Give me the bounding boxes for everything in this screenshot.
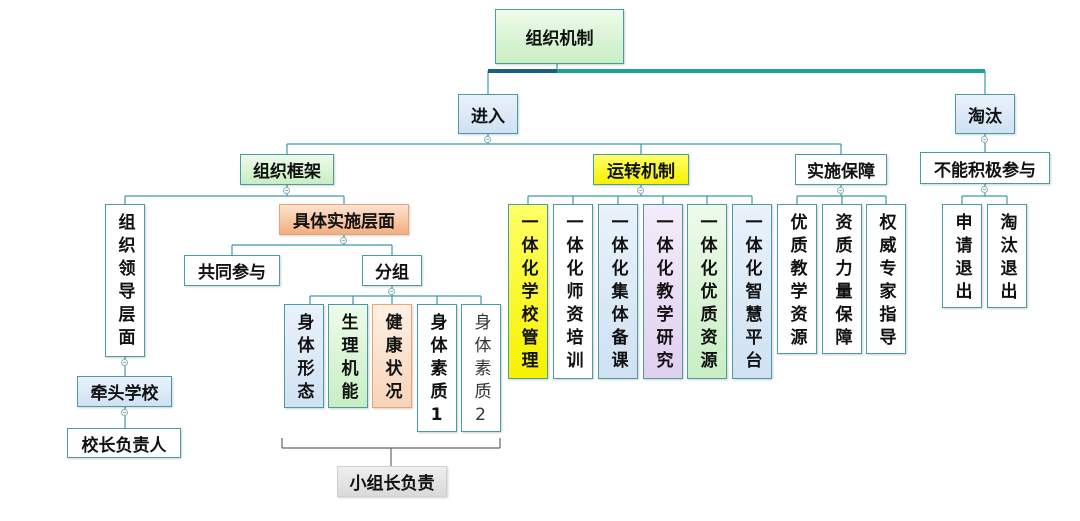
collapse-toggle-icon[interactable] <box>837 187 844 194</box>
collapse-toggle-icon[interactable] <box>981 186 988 193</box>
node-exit-2[interactable]: 淘汰退出 <box>987 204 1027 308</box>
node-operation[interactable]: 运转机制 <box>593 154 689 185</box>
collapse-toggle-icon[interactable] <box>340 237 347 244</box>
node-group-1[interactable]: 身体形态 <box>284 304 324 408</box>
node-guarantee[interactable]: 实施保障 <box>795 154 887 185</box>
node-op-4[interactable]: 一体化教学研究 <box>643 204 683 379</box>
node-not-active[interactable]: 不能积极参与 <box>920 152 1050 184</box>
node-op-1[interactable]: 一体化学校管理 <box>508 204 548 379</box>
node-org-framework[interactable]: 组织框架 <box>240 154 334 185</box>
node-group-5[interactable]: 身体素质2 <box>461 304 501 432</box>
node-root[interactable]: 组织机制 <box>495 9 624 64</box>
node-op-6[interactable]: 一体化智慧平台 <box>732 204 772 379</box>
node-op-2[interactable]: 一体化师资培训 <box>553 204 593 379</box>
node-exit-1[interactable]: 申请退出 <box>942 204 982 308</box>
node-guarantee-1[interactable]: 优质教学资源 <box>777 204 817 354</box>
node-guarantee-2[interactable]: 资质力量保障 <box>822 204 862 354</box>
node-eliminate[interactable]: 淘汰 <box>955 94 1015 134</box>
collapse-toggle-icon[interactable] <box>121 409 128 416</box>
node-group-2[interactable]: 生理机能 <box>328 304 368 408</box>
collapse-toggle-icon[interactable] <box>637 187 644 194</box>
node-group-4[interactable]: 身体素质1 <box>417 304 457 432</box>
node-grouping[interactable]: 分组 <box>362 255 422 286</box>
node-joint[interactable]: 共同参与 <box>184 255 280 286</box>
node-op-5[interactable]: 一体化优质资源 <box>687 204 727 379</box>
node-principal[interactable]: 校长负责人 <box>67 428 181 458</box>
collapse-toggle-icon[interactable] <box>484 136 491 143</box>
node-group-leader[interactable]: 小组长负责 <box>337 466 447 497</box>
collapse-toggle-icon[interactable] <box>283 187 290 194</box>
collapse-toggle-icon[interactable] <box>388 288 395 295</box>
node-implementation[interactable]: 具体实施层面 <box>279 204 409 235</box>
collapse-toggle-icon[interactable] <box>121 359 128 366</box>
node-group-3[interactable]: 健康状况 <box>372 304 412 408</box>
collapse-toggle-icon[interactable] <box>981 136 988 143</box>
node-op-3[interactable]: 一体化集体备课 <box>598 204 638 379</box>
node-guarantee-3[interactable]: 权威专家指导 <box>866 204 906 354</box>
node-enter[interactable]: 进入 <box>458 94 518 134</box>
node-lead-school[interactable]: 牵头学校 <box>77 376 172 407</box>
node-leadership[interactable]: 组织领导层面 <box>105 204 145 357</box>
